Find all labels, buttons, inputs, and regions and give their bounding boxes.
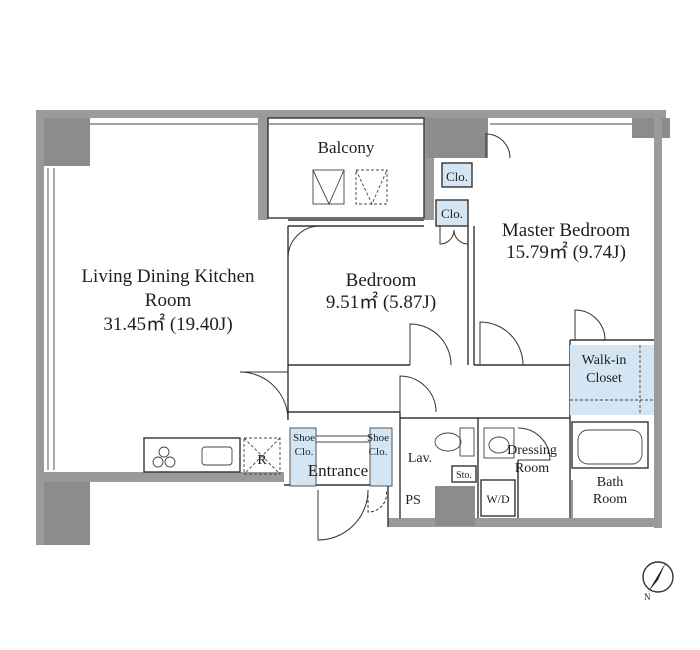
closet-a-label: Clo. bbox=[446, 169, 468, 184]
walk-in-closet: Walk-in Closet bbox=[570, 345, 654, 415]
washbasin-icon bbox=[483, 427, 515, 459]
ac-unit-dashed-icon bbox=[355, 169, 388, 206]
bedroom-area: 9.51㎡ (5.87J) bbox=[326, 290, 436, 313]
storage-box: Sto. bbox=[451, 465, 477, 483]
sto-label: Sto. bbox=[456, 470, 472, 481]
bath-label-1: Bath bbox=[597, 475, 623, 490]
bath-label-2: Room bbox=[593, 492, 627, 507]
dressing-label-1: Dressing bbox=[507, 443, 557, 458]
doors bbox=[239, 133, 606, 541]
walk-in-label-2: Closet bbox=[586, 371, 622, 386]
exterior-walls bbox=[36, 110, 670, 545]
ldk-window bbox=[47, 168, 55, 470]
shoe-closet-left: Shoe Clo. bbox=[289, 427, 317, 487]
closet-b: Clo. bbox=[435, 199, 469, 227]
washer-dryer-box: W/D bbox=[480, 479, 516, 517]
bathtub-icon bbox=[571, 421, 649, 469]
ldk-label-line1: Living Dining Kitchen bbox=[81, 266, 255, 287]
shoe-left-2: Clo. bbox=[295, 446, 314, 458]
walk-in-label-1: Walk-in bbox=[582, 353, 627, 368]
shoe-right-2: Clo. bbox=[369, 446, 388, 458]
closet-b-label: Clo. bbox=[441, 206, 463, 221]
toilet-icon bbox=[434, 427, 475, 457]
balcony-label: Balcony bbox=[318, 138, 375, 157]
master-bedroom-area: 15.79㎡ (9.74J) bbox=[506, 240, 626, 263]
dressing-label-2: Room bbox=[515, 461, 549, 476]
bedroom-label: Bedroom bbox=[346, 270, 417, 291]
lav-label: Lav. bbox=[408, 451, 432, 466]
balcony bbox=[267, 117, 425, 227]
ldk-area: 31.45㎡ (19.40J) bbox=[103, 312, 232, 335]
kitchen-counter: R bbox=[143, 437, 281, 475]
master-bedroom-label: Master Bedroom bbox=[502, 220, 630, 241]
wd-label: W/D bbox=[486, 492, 510, 506]
shoe-left-1: Shoe bbox=[293, 432, 315, 444]
entrance-label: Entrance bbox=[308, 461, 368, 480]
ps-label: PS bbox=[405, 493, 421, 508]
ldk-label-line2: Room bbox=[145, 290, 192, 311]
compass-icon: N bbox=[642, 561, 674, 602]
shoe-right-1: Shoe bbox=[367, 432, 389, 444]
compass-n: N bbox=[644, 592, 651, 602]
closet-a: Clo. bbox=[441, 162, 473, 188]
fridge-label: R bbox=[257, 453, 267, 468]
ac-unit-icon bbox=[312, 169, 345, 206]
shoe-closet-right: Shoe Clo. bbox=[367, 427, 393, 487]
